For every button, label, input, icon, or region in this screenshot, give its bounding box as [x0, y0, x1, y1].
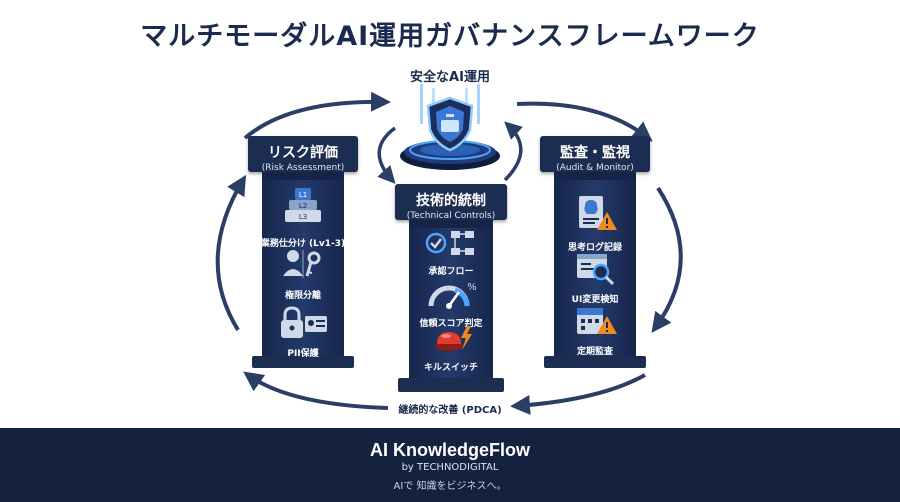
top-label: 安全なAI運用 — [410, 70, 490, 85]
item-label: PII保護 — [287, 349, 319, 359]
brand-tagline: AIで 知識をビジネスへ。 — [393, 481, 507, 492]
list-item: 権限分離 — [252, 248, 354, 301]
ui-magnifier-icon — [577, 254, 615, 286]
pillar-cap: リスク評価 (Risk Assessment) — [248, 136, 358, 173]
pillar-subtitle: (Technical Controls) — [406, 211, 496, 221]
list-item: PII保護 — [252, 306, 354, 359]
arrow-bottom-left — [243, 371, 389, 410]
calendar-warning-icon — [577, 308, 617, 334]
gauge-percent-badge: % — [467, 282, 477, 293]
lock-id-card-icon — [281, 306, 327, 338]
arrow-inner-left — [377, 126, 397, 184]
list-item: 定期監査 — [544, 304, 646, 357]
pillar-cap: 監査・監視 (Audit & Monitor) — [540, 136, 650, 173]
arrow-inner-right — [503, 121, 523, 182]
cycle-label: 継続的な改善 (PDCA) — [398, 405, 502, 416]
item-label: 業務仕分け (Lv1-3) — [260, 239, 346, 249]
list-item: 思考ログ記録 — [544, 194, 646, 253]
item-label: 思考ログ記録 — [567, 243, 622, 253]
shield-emblem-icon — [400, 84, 500, 170]
item-label: キルスイッチ — [423, 363, 478, 373]
pillar-subtitle: (Audit & Monitor) — [556, 163, 634, 173]
list-item: UI変更検知 — [544, 252, 646, 305]
pillar-base — [398, 378, 504, 392]
pillar-base — [544, 356, 646, 368]
check-flow-icon — [425, 231, 474, 255]
item-label: UI変更検知 — [571, 295, 619, 305]
arrow-top-right — [516, 101, 653, 142]
pillar-base — [252, 356, 354, 368]
item-label: 定期監査 — [576, 347, 613, 357]
pillar-title: リスク評価 — [268, 145, 338, 161]
layer-badge-l1: L1 — [299, 191, 307, 199]
arrow-left — [215, 174, 247, 332]
list-item: 承認フロー — [399, 228, 503, 277]
item-label: 承認フロー — [428, 267, 474, 277]
list-item: L1 L2 L3 業務仕分け (Lv1-3) — [252, 186, 354, 249]
page-title: マルチモーダルAI運用ガバナンスフレームワーク — [140, 21, 760, 52]
layer-badge-l2: L2 — [299, 202, 307, 210]
arrow-top-left — [243, 91, 391, 140]
pillar-subtitle: (Risk Assessment) — [261, 163, 345, 173]
pillar-neck — [409, 220, 493, 228]
gauge-icon: % — [428, 282, 477, 309]
list-item: キルスイッチ — [399, 324, 503, 373]
footer-band: AI KnowledgeFlow by TECHNODIGITAL AIで 知識… — [0, 428, 900, 502]
list-item: % 信頼スコア判定 — [399, 278, 503, 329]
brain-log-warning-icon — [579, 196, 617, 230]
kill-switch-icon — [435, 326, 472, 351]
brand-name: AI KnowledgeFlow — [370, 440, 530, 460]
layer-stack-icon: L1 L2 L3 — [285, 188, 321, 222]
cycle-arrows — [215, 91, 683, 415]
pillar-title: 監査・監視 — [560, 145, 630, 161]
pillar-neck — [554, 172, 636, 180]
arrow-bottom-right — [510, 373, 646, 415]
user-key-icon — [283, 250, 321, 278]
item-label: 信頼スコア判定 — [419, 319, 483, 329]
arrow-right — [651, 186, 683, 333]
pillar-title: 技術的統制 — [416, 193, 486, 209]
layer-badge-l3: L3 — [299, 213, 307, 221]
pillar-neck — [262, 172, 344, 180]
brand-byline: by TECHNODIGITAL — [401, 462, 499, 473]
item-label: 権限分離 — [284, 291, 321, 301]
pillar-cap: 技術的統制 (Technical Controls) — [395, 184, 507, 221]
